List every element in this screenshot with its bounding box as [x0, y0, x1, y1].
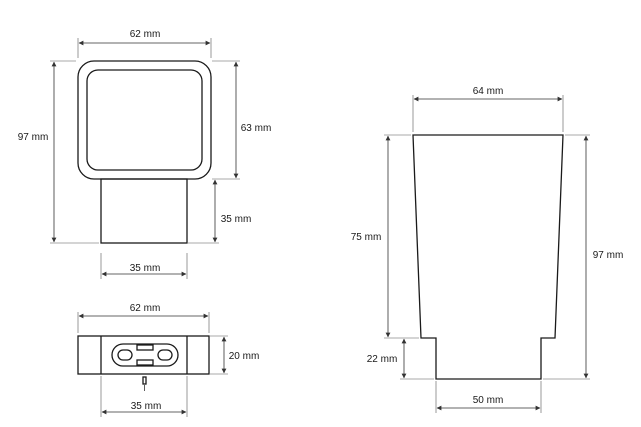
label-front-width: 62 mm [130, 29, 161, 40]
dim-cup-top-width: 64 mm [412, 86, 564, 132]
dim-cup-base-width: 50 mm [435, 381, 542, 413]
label-cup-total-height: 97 mm [593, 250, 624, 261]
label-cup-body-height: 75 mm [351, 232, 382, 243]
dim-front-head-height: 63 mm [212, 60, 272, 180]
cup-outline [412, 134, 564, 380]
label-top-bracket-width: 35 mm [131, 401, 162, 412]
label-top-width: 62 mm [130, 303, 161, 314]
dim-front-stem-width: 35 mm [100, 253, 188, 279]
dim-front-total-height: 97 mm [18, 60, 99, 244]
label-front-stem-height: 35 mm [221, 214, 252, 225]
mounting-plate [111, 343, 179, 367]
label-cup-top-width: 64 mm [473, 86, 504, 97]
dim-top-bracket-width: 35 mm [100, 376, 188, 417]
dim-front-width: 62 mm [77, 29, 212, 58]
mounting-slot-left [117, 349, 133, 361]
mounting-plate-tab-top [136, 344, 154, 351]
cup-view: 64 mm 75 mm 22 mm 97 mm 50 mm [351, 86, 624, 413]
front-view: 62 mm 97 mm 63 mm 35 mm 35 mm [18, 29, 272, 279]
dim-cup-body-height: 75 mm [351, 134, 419, 339]
label-front-stem-width: 35 mm [130, 263, 161, 274]
dim-front-stem-height: 35 mm [188, 179, 252, 244]
label-front-head-height: 63 mm [241, 123, 272, 134]
dim-cup-total-height: 97 mm [543, 134, 624, 380]
label-cup-base-width: 50 mm [473, 395, 504, 406]
label-cup-base-height: 22 mm [367, 354, 398, 365]
bracket-outer [77, 335, 210, 375]
dim-top-width: 62 mm [77, 303, 210, 333]
mounting-slot-right [157, 349, 173, 361]
dim-cup-base-height: 22 mm [367, 338, 434, 380]
screw-indicator [142, 376, 147, 385]
mounting-plate-tab-bottom [136, 359, 154, 366]
holder-stem [100, 178, 188, 244]
dim-top-depth: 20 mm [210, 335, 260, 375]
holder-head-outer [77, 60, 212, 180]
holder-head-inner [86, 69, 203, 171]
top-view: 62 mm 20 mm 35 mm [77, 303, 260, 417]
label-top-depth: 20 mm [229, 351, 260, 362]
label-front-total-height: 97 mm [18, 132, 49, 143]
